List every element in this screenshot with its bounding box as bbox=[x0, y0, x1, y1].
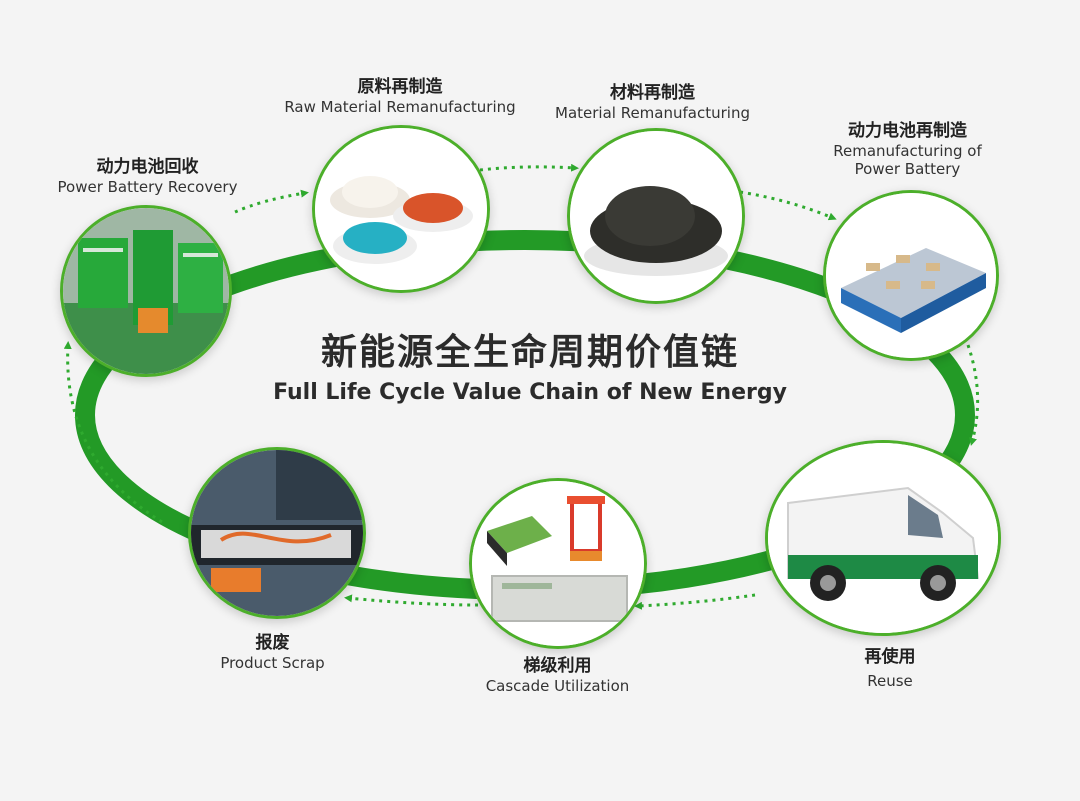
arrow-battery-to-reuse bbox=[966, 344, 980, 446]
electric-van-icon bbox=[765, 440, 1001, 636]
title-zh: 新能源全生命周期价值链 bbox=[320, 332, 739, 373]
stage-title-zh: 梯级利用 bbox=[523, 656, 592, 676]
arrow-reuse-to-cascade bbox=[634, 593, 756, 610]
stage-title-en: Product Scrap bbox=[220, 654, 325, 672]
arrow-material-to-battery bbox=[739, 190, 837, 221]
stage-title-zh: 原料再制造 bbox=[357, 77, 443, 97]
black-powder-icon bbox=[567, 128, 745, 304]
stage-title-en-line1: Remanufacturing of bbox=[833, 142, 982, 160]
stage-title-en: Reuse bbox=[867, 672, 913, 690]
arrow-cascade-to-scrap bbox=[344, 594, 479, 607]
stage-label-material: 材料再制造 Material Remanufacturing bbox=[540, 82, 765, 122]
arrow-recovery-to-raw bbox=[234, 189, 309, 214]
stage-label-raw: 原料再制造 Raw Material Remanufacturing bbox=[275, 76, 525, 116]
stage-title-zh: 再使用 bbox=[864, 647, 916, 667]
recycling-facility-icon bbox=[60, 205, 232, 377]
stage-title-en: Power Battery Recovery bbox=[57, 178, 238, 196]
stage-label-cascade: 梯级利用 Cascade Utilization bbox=[470, 655, 645, 695]
stage-title-zh: 动力电池再制造 bbox=[848, 121, 967, 141]
stage-title-zh: 动力电池回收 bbox=[96, 157, 199, 177]
energy-storage-icon bbox=[469, 478, 647, 649]
title-en: Full Life Cycle Value Chain of New Energ… bbox=[273, 380, 787, 405]
stage-label-battery: 动力电池再制造 Remanufacturing of Power Battery bbox=[810, 120, 1005, 178]
stage-title-en: Raw Material Remanufacturing bbox=[284, 98, 516, 116]
stage-label-recovery: 动力电池回收 Power Battery Recovery bbox=[40, 156, 255, 196]
stage-title-en: Material Remanufacturing bbox=[555, 104, 750, 122]
stage-title-en: Cascade Utilization bbox=[485, 677, 630, 695]
stage-title-zh: 报废 bbox=[255, 633, 290, 653]
arrow-scrap-to-recovery bbox=[63, 341, 163, 524]
stage-title-zh: 材料再制造 bbox=[610, 83, 695, 103]
arrow-raw-to-material bbox=[479, 163, 579, 172]
stage-label-reuse: 再使用 Reuse bbox=[830, 646, 950, 690]
scrapped-battery-icon bbox=[188, 447, 366, 619]
battery-pack-icon bbox=[823, 190, 999, 361]
diagram-title: 新能源全生命周期价值链 Full Life Cycle Value Chain … bbox=[250, 330, 810, 408]
raw-powders-icon bbox=[312, 125, 490, 293]
stage-label-scrap: 报废 Product Scrap bbox=[205, 632, 340, 672]
stage-title-en-line2: Power Battery bbox=[854, 160, 961, 178]
